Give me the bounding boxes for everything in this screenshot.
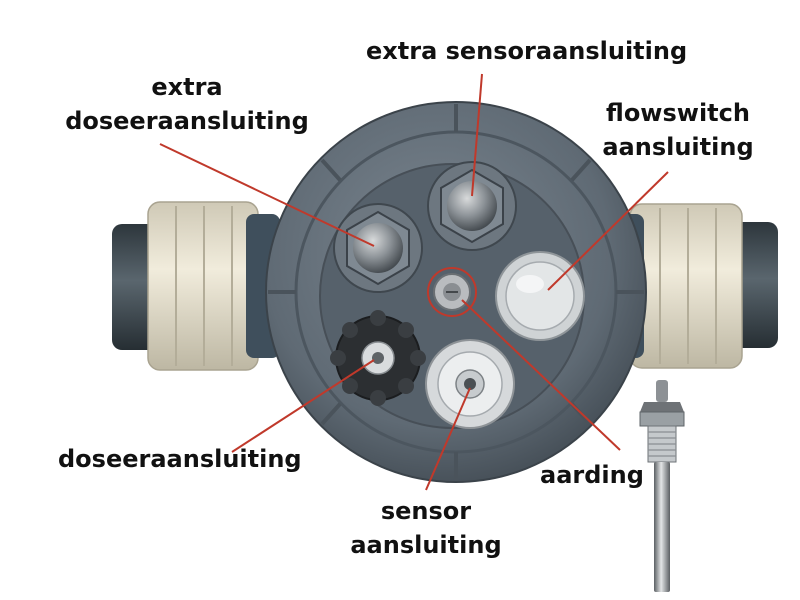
label-extra-sensor-connection: extra sensoraansluiting bbox=[366, 34, 687, 68]
left-pipe-fitting bbox=[112, 201, 280, 371]
label-text: extra sensoraansluiting bbox=[366, 37, 688, 65]
label-text: flowswitch bbox=[606, 99, 750, 127]
grounding-pin bbox=[639, 380, 685, 592]
extra-dosing-port bbox=[333, 203, 423, 293]
label-text: sensor bbox=[380, 497, 472, 525]
extra-sensor-plug bbox=[447, 181, 497, 231]
label-grounding: aarding bbox=[540, 458, 644, 492]
label-dosing-connection: doseeraansluiting bbox=[58, 442, 302, 476]
flowswitch-cap bbox=[495, 251, 585, 341]
sensor-gland bbox=[425, 339, 515, 429]
label-text: aansluiting bbox=[350, 531, 502, 559]
grounding-screw bbox=[427, 267, 477, 317]
label-text: extra bbox=[151, 73, 223, 101]
leader-flowswitch bbox=[547, 171, 669, 291]
extra-sensor-port bbox=[427, 161, 517, 251]
leader-extra-dosing bbox=[159, 143, 375, 247]
label-text: doseeraansluiting bbox=[58, 445, 302, 473]
leader-ground bbox=[461, 299, 621, 451]
label-text: aarding bbox=[540, 461, 644, 489]
label-sensor-connection: sensor aansluiting bbox=[346, 494, 506, 562]
label-extra-dosing-connection: extra doseeraansluiting bbox=[62, 70, 312, 138]
label-text: doseeraansluiting bbox=[65, 107, 309, 135]
extra-dosing-plug bbox=[353, 223, 403, 273]
leader-extra-sensor bbox=[471, 73, 483, 197]
grounding-pin-rod bbox=[654, 462, 670, 592]
leader-dosing bbox=[231, 359, 375, 453]
dosing-connector bbox=[330, 310, 426, 406]
leader-lines bbox=[159, 73, 669, 491]
leader-sensor bbox=[425, 387, 471, 491]
label-flowswitch-connection: flowswitch aansluiting bbox=[598, 96, 758, 164]
label-text: aansluiting bbox=[602, 133, 754, 161]
